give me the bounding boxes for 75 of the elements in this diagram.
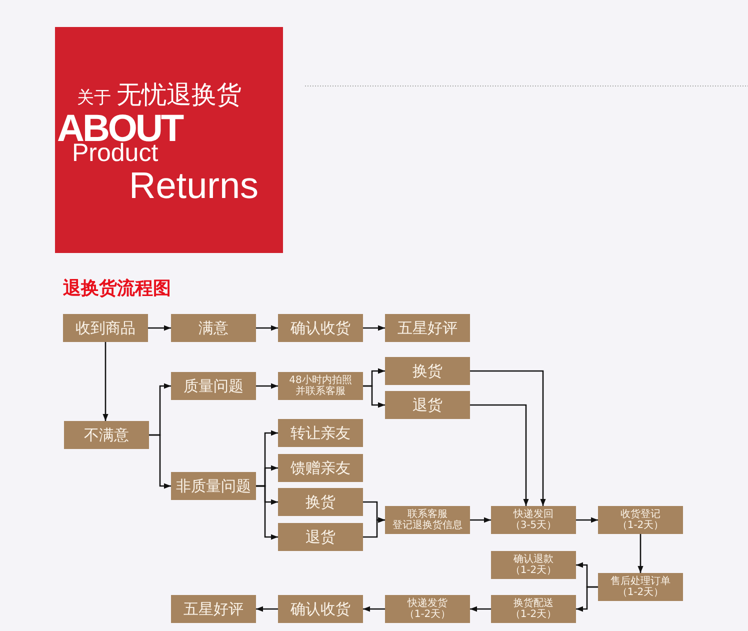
process-box <box>278 488 363 516</box>
step-note: 并联系客服 <box>296 386 346 398</box>
step-label: 快递发货 <box>408 598 448 609</box>
process-box <box>491 506 576 534</box>
banner-text: 关于 无忧退换货 <box>77 82 242 107</box>
arrow <box>363 517 385 538</box>
step-label: 五星好评 <box>184 600 244 618</box>
step-label: 售后处理订单 <box>610 576 670 587</box>
step-label: 非质量问题 <box>176 477 251 495</box>
process-box <box>63 314 148 342</box>
step-label: 快递发回 <box>514 508 554 520</box>
step-label: 收货登记 <box>620 508 660 520</box>
process-box <box>278 419 363 447</box>
arrow <box>363 325 385 331</box>
arrow <box>576 517 598 523</box>
arrow <box>470 517 491 523</box>
arrow <box>256 485 278 540</box>
flowchart-title: 退换货流程图 <box>63 277 171 300</box>
process-box <box>171 472 256 500</box>
arrow <box>638 534 644 573</box>
step-label: 换货 <box>306 493 336 511</box>
process-box <box>171 314 256 342</box>
step-label: 收到商品 <box>76 319 136 337</box>
step-label: 48小时内拍照 <box>289 374 352 386</box>
process-box <box>278 523 363 551</box>
step-note: （1-2天） <box>510 609 557 620</box>
step-note: （1-2天） <box>404 609 451 620</box>
step-note: （3-5天） <box>510 520 557 532</box>
banner-text: Returns <box>129 167 259 204</box>
step-label: 退货 <box>412 396 442 414</box>
process-box <box>385 314 470 342</box>
step-note: （1-2天） <box>617 520 664 532</box>
process-box <box>171 595 256 623</box>
process-box <box>491 595 576 623</box>
arrow <box>256 383 278 389</box>
step-note: （1-2天） <box>617 587 664 598</box>
step-label: 确认退款 <box>514 554 554 565</box>
process-box <box>278 314 363 342</box>
step-label: 确认收货 <box>290 319 350 337</box>
process-box <box>598 506 683 534</box>
process-box <box>598 573 683 601</box>
arrow <box>363 385 385 408</box>
process-box <box>491 551 576 579</box>
step-label: 五星好评 <box>398 319 458 337</box>
process-box <box>278 454 363 482</box>
arrow <box>363 606 385 612</box>
step-label: 换货配送 <box>514 598 554 609</box>
process-box <box>278 372 363 400</box>
process-box <box>385 391 470 419</box>
process-box <box>385 357 470 385</box>
step-label: 确认收货 <box>290 600 350 618</box>
step-label: 满意 <box>198 319 228 337</box>
arrow <box>576 586 598 612</box>
arrow <box>149 434 171 489</box>
process-box <box>385 595 470 623</box>
arrow <box>470 404 529 506</box>
step-note: 登记退换货信息 <box>392 520 462 532</box>
arrow <box>102 342 108 421</box>
step-label: 退货 <box>306 528 336 546</box>
process-box <box>64 421 149 449</box>
process-box <box>385 506 470 534</box>
arrow <box>256 606 278 612</box>
step-label: 换货 <box>412 362 442 380</box>
step-label: 馈赠亲友 <box>290 459 350 477</box>
process-box <box>171 372 256 400</box>
step-label: 质量问题 <box>184 377 244 395</box>
arrow <box>470 606 491 612</box>
step-label: 不满意 <box>84 426 129 444</box>
step-note: （1-2天） <box>510 565 557 576</box>
step-label: 联系客服 <box>408 508 448 520</box>
arrow <box>256 325 278 331</box>
step-label: 转让亲友 <box>290 424 350 442</box>
arrow <box>470 370 546 506</box>
arrow <box>148 325 171 331</box>
process-box <box>278 595 363 623</box>
